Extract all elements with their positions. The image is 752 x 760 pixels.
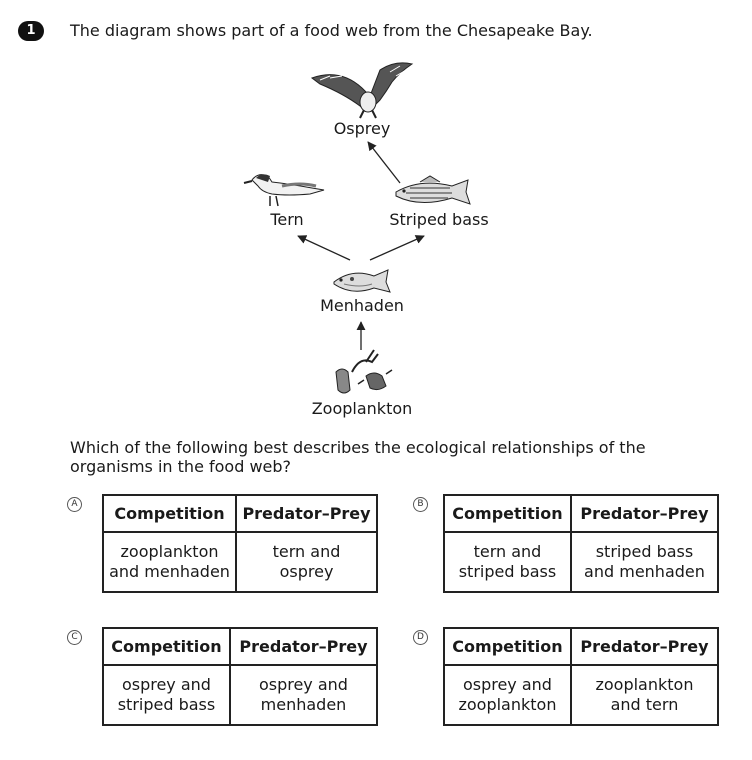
question-stem: The diagram shows part of a food web fro… (70, 21, 593, 40)
option-c-competition-header: Competition (102, 627, 231, 666)
label-tern: Tern (270, 210, 304, 229)
label-striped-bass: Striped bass (389, 210, 489, 229)
option-a-competition-header: Competition (101, 494, 238, 533)
label-menhaden: Menhaden (320, 296, 404, 315)
option-b-table[interactable]: Competition Predator–Prey tern and strip… (443, 494, 720, 593)
question-number-badge: 1 (18, 21, 44, 41)
zooplankton-icon (335, 349, 393, 394)
menhaden-icon (333, 269, 391, 293)
option-d-letter[interactable]: D (413, 630, 428, 645)
option-a-table[interactable]: Competition Predator–Prey zooplankton an… (101, 494, 378, 593)
option-d-table[interactable]: Competition Predator–Prey osprey and zoo… (443, 627, 720, 726)
option-c-predator-prey-header: Predator–Prey (228, 627, 379, 666)
option-d-predator-prey-header: Predator–Prey (569, 627, 720, 666)
option-b-competition-cell: tern and striped bass (443, 531, 572, 593)
option-d-predator-prey-cell: zooplankton and tern (569, 664, 720, 726)
arrow-menhaden-to-tern (297, 235, 351, 261)
tern-icon (243, 174, 325, 207)
option-a-predator-prey-header: Predator–Prey (235, 494, 378, 533)
question-prompt: Which of the following best describes th… (70, 438, 646, 476)
option-b-letter[interactable]: B (413, 497, 428, 512)
option-c-competition-cell: osprey and striped bass (102, 664, 231, 726)
label-zooplankton: Zooplankton (311, 399, 413, 418)
option-c-table[interactable]: Competition Predator–Prey osprey and str… (102, 627, 379, 726)
label-osprey: Osprey (333, 119, 391, 138)
option-d-competition-cell: osprey and zooplankton (443, 664, 572, 726)
option-a-competition-cell: zooplankton and menhaden (101, 531, 238, 593)
striped-bass-icon (395, 175, 471, 205)
food-web-diagram (243, 62, 471, 394)
option-b-predator-prey-cell: striped bass and menhaden (569, 531, 720, 593)
arrow-menhaden-to-striped-bass (369, 235, 425, 261)
option-b-competition-header: Competition (443, 494, 572, 533)
option-a-predator-prey-cell: tern and osprey (235, 531, 378, 593)
option-c-predator-prey-cell: osprey and menhaden (228, 664, 379, 726)
option-a-letter[interactable]: A (67, 497, 82, 512)
option-d-competition-header: Competition (443, 627, 572, 666)
osprey-icon (310, 62, 414, 119)
option-b-predator-prey-header: Predator–Prey (569, 494, 720, 533)
arrow-striped-bass-to-osprey (367, 141, 401, 184)
option-c-letter[interactable]: C (67, 630, 82, 645)
